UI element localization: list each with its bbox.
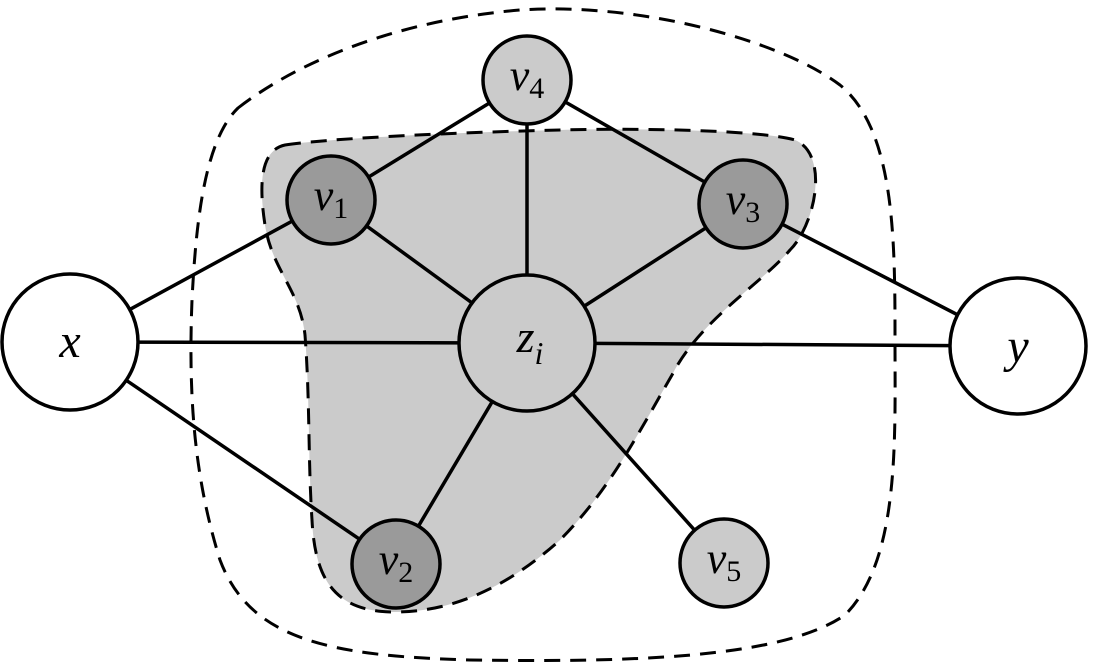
node-zi-label: zi (516, 311, 544, 371)
node-v1-label: v1 (314, 171, 349, 225)
node-v4-circle (481, 34, 573, 126)
node-x-circle (0, 272, 140, 412)
node-v3-label: v3 (726, 175, 761, 229)
node-v4-label: v4 (510, 51, 545, 105)
node-v5-label: v5 (707, 534, 742, 588)
edge-x-zi (69, 340, 528, 345)
node-v2: v2 (350, 518, 442, 610)
node-v5: v5 (678, 517, 770, 609)
node-v5-circle (678, 517, 770, 609)
node-v3: v3 (697, 158, 789, 250)
node-v1: v1 (285, 154, 377, 246)
edge-zi-y (526, 341, 1019, 348)
node-v4: v4 (481, 34, 573, 126)
node-x-label: x (58, 315, 80, 368)
node-y-label: y (1002, 320, 1029, 373)
outer-dashed-boundary (189, 7, 897, 662)
node-v3-circle (697, 158, 789, 250)
node-y: y (948, 276, 1088, 416)
node-x: x (0, 272, 140, 412)
node-v1-circle (285, 154, 377, 246)
node-y-circle (948, 276, 1088, 416)
node-v2-label: v2 (379, 535, 414, 589)
node-v2-circle (350, 518, 442, 610)
node-zi-circle (457, 273, 597, 413)
node-zi: zi (457, 273, 597, 413)
